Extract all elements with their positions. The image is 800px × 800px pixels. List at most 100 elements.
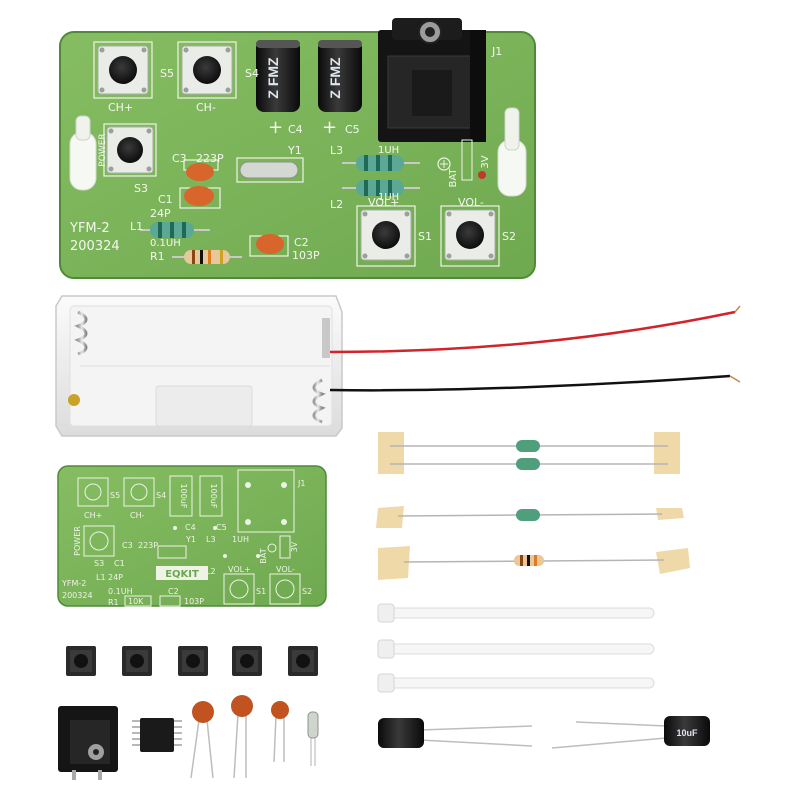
label-l-value: 1UH <box>378 145 399 156</box>
headphone-jack-j1 <box>378 18 486 142</box>
loose-headphone-jack <box>58 706 118 780</box>
inductor-l2 <box>342 180 420 196</box>
resistor-r1 <box>172 250 242 264</box>
label-r1: R1 <box>150 250 165 263</box>
svg-text:+: + <box>322 117 337 138</box>
bare-label-l2: L2 <box>206 567 216 576</box>
inductor-l1 <box>140 222 210 238</box>
inductor-l3 <box>342 155 420 171</box>
bare-label-cap-value: 100uF <box>179 484 188 509</box>
bare-label-s2: S2 <box>302 587 312 596</box>
label-s3: S3 <box>134 182 148 195</box>
battery-holder <box>55 295 741 437</box>
board-date-code: 200324 <box>70 239 120 254</box>
loose-tactile-switches <box>66 646 318 676</box>
tactile-button-power <box>106 126 154 174</box>
label-c3-value: 223P <box>196 152 224 165</box>
label-y1: Y1 <box>287 144 302 157</box>
light-pipe-right <box>497 107 527 197</box>
battery-spring-right <box>312 378 326 424</box>
loose-electrolytic-capacitor-right: 10uF <box>551 716 710 749</box>
svg-text:+: + <box>268 117 283 138</box>
label-l2: L2 <box>330 198 343 211</box>
cable-tie <box>377 643 655 655</box>
bare-label-j1: J1 <box>297 479 305 488</box>
ceramic-capacitor <box>231 695 253 779</box>
label-c1: C1 <box>158 193 173 206</box>
label-l-value: 1UH <box>378 192 399 203</box>
bare-label-c1-value: 24P <box>108 573 123 582</box>
label-c2-value: 103P <box>292 249 320 262</box>
battery-spring-left <box>74 310 88 396</box>
label-c5: C5 <box>345 123 360 136</box>
tactile-button-vol-minus <box>444 209 496 261</box>
label-l3: L3 <box>330 144 343 157</box>
wire-red <box>329 310 736 354</box>
electrolytic-capacitor-c4: Z FMZ <box>256 40 300 112</box>
bare-label-c3: C3 <box>122 541 133 550</box>
label-s4: S4 <box>245 67 259 80</box>
tactile-switch <box>66 646 96 676</box>
label-power: POWER <box>98 133 108 166</box>
capacitor-print: 10uF <box>676 728 698 738</box>
label-c1-value: 24P <box>150 207 171 220</box>
label-l1: L1 <box>130 220 143 233</box>
bare-label-c4: C4 <box>185 523 196 532</box>
bare-label-s4: S4 <box>156 491 166 500</box>
loose-electrolytic-capacitor-left <box>378 718 533 748</box>
bare-label-ch-plus: CH+ <box>84 511 102 520</box>
bare-board: EQKIT S5 S4 CH+ CH- POWER S3 100uF 100uF… <box>57 465 327 607</box>
bare-label-power: POWER <box>73 526 82 556</box>
label-s2: S2 <box>502 230 516 243</box>
label-vol-plus: VOL+ <box>368 196 399 209</box>
tactile-button-ch-minus <box>181 45 233 95</box>
inductor <box>516 458 540 470</box>
ceramic-capacitor <box>190 701 214 779</box>
bare-label-s3: S3 <box>94 559 104 568</box>
inductor <box>516 440 540 452</box>
tactile-button-vol-plus <box>360 209 412 261</box>
ic-chip <box>132 718 182 752</box>
bare-label-r1: R1 <box>108 598 119 607</box>
bare-label-s5: S5 <box>110 491 120 500</box>
cable-tie <box>377 607 655 619</box>
light-pipe-left <box>69 115 97 191</box>
bare-label-3v: 3V <box>290 541 299 552</box>
label-s1: S1 <box>418 230 432 243</box>
label-c3: C3 <box>172 152 187 165</box>
bare-label-s1: S1 <box>256 587 266 596</box>
brand-logo: EQKIT <box>165 569 199 580</box>
bare-label-ch-minus: CH- <box>130 511 145 520</box>
taped-inductors <box>378 432 680 474</box>
bare-label-c2-value: 103P <box>184 597 204 606</box>
label-ch-minus: CH- <box>196 101 216 114</box>
cable-ties <box>377 603 655 693</box>
ceramic-capacitor-c3 <box>186 163 214 181</box>
loose-crystal <box>307 711 319 766</box>
tactile-switch <box>288 646 318 676</box>
inductor <box>516 509 540 521</box>
electrolytic-capacitor-c5: Z FMZ <box>318 40 362 112</box>
bare-label-l-value: 1UH <box>232 535 249 544</box>
ceramic-capacitor-c1 <box>184 186 214 206</box>
bare-label-bat: BAT <box>259 548 268 563</box>
crystal-y1 <box>239 161 299 179</box>
bare-board-model: YFM-2 <box>61 579 86 588</box>
cap-print: Z FMZ <box>327 57 343 99</box>
cap-print: Z FMZ <box>265 57 281 99</box>
bare-label-c3-value: 223P <box>138 541 158 550</box>
loose-ceramic-capacitors <box>190 695 289 779</box>
bare-label-l3: L3 <box>206 535 216 544</box>
label-s5: S5 <box>160 67 174 80</box>
tactile-switch <box>178 646 208 676</box>
label-c2: C2 <box>294 236 309 249</box>
bare-label-y1: Y1 <box>185 535 196 544</box>
board-model: YFM-2 <box>69 221 110 236</box>
bare-label-vol-plus: VOL+ <box>228 565 251 574</box>
tactile-switch <box>122 646 152 676</box>
bare-label-l1: L1 <box>96 573 106 582</box>
bare-board-date-code: 200324 <box>62 591 93 600</box>
bare-label-cap-value: 100uF <box>209 484 218 509</box>
wire-black <box>329 374 731 392</box>
